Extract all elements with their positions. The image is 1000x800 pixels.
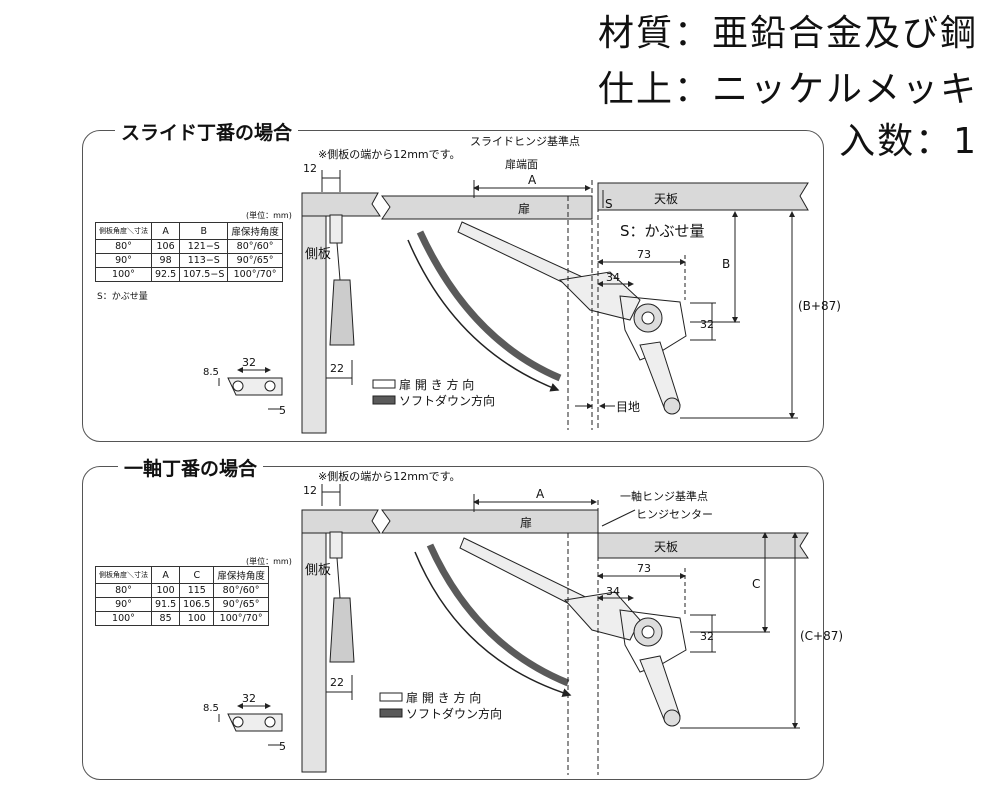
- slide-door-label: 扉: [518, 202, 530, 216]
- door-board: [381, 509, 599, 534]
- quantity-spec: 入数：1: [839, 121, 978, 162]
- slide-bracket-32: 32: [242, 356, 256, 369]
- table-cell: 100°/70°: [213, 611, 269, 626]
- legend-open-swatch: [372, 379, 396, 389]
- table-row: 80° 106 121−S 80°/60°: [95, 239, 283, 254]
- axis-bracket-85: 8.5: [203, 703, 219, 714]
- table-cell: 100: [179, 611, 215, 626]
- axis-hinge-panel: [82, 466, 824, 780]
- axis-dimension-table: 側板角度＼寸法 A C 扉保持角度 80° 100 115 80°/60° 90…: [95, 566, 269, 626]
- table-cell: 100°/70°: [227, 267, 283, 282]
- axis-door-label: 扉: [520, 516, 532, 530]
- slide-dim-34: 34: [606, 271, 620, 284]
- axis-legend-soft: ソフトダウン方向: [406, 706, 502, 721]
- axis-hinge-center: ヒンジセンター: [636, 508, 713, 521]
- axis-hinge-title: 一軸丁番の場合: [118, 454, 264, 481]
- axis-dim-73: 73: [637, 562, 651, 575]
- slide-dim-B: B: [722, 257, 730, 271]
- axis-dim-C: C: [752, 577, 760, 591]
- slide-unit-label: (単位：mm): [246, 211, 292, 220]
- axis-bracket-32: 32: [242, 692, 256, 705]
- slide-hinge-panel: [82, 130, 824, 442]
- slide-edge-note: ※側板の端から12mmです。: [318, 147, 461, 161]
- axis-edge-note: ※側板の端から12mmです。: [318, 469, 461, 483]
- hinge-bracket: [564, 591, 641, 641]
- table-cell: 107.5−S: [179, 267, 229, 282]
- axis-ref-point: 一軸ヒンジ基準点: [620, 489, 708, 503]
- side-bracket: [329, 279, 355, 346]
- slide-dim-32: 32: [700, 318, 714, 331]
- axis-top-board-label: 天板: [654, 540, 678, 554]
- axis-dim-34: 34: [606, 585, 620, 598]
- axis-dim-12: 12: [303, 484, 317, 497]
- slide-door-face: 扉端面: [505, 158, 538, 171]
- top-left-board: [301, 192, 381, 217]
- slide-top-board-label: 天板: [654, 192, 678, 206]
- slide-gap-label: 目地: [616, 400, 640, 414]
- door-board: [381, 195, 593, 220]
- slide-ref-point: スライドヒンジ基準点: [470, 134, 580, 148]
- axis-dim-A: A: [536, 487, 545, 501]
- legend-soft-swatch: [379, 708, 403, 718]
- slide-side-board-label: 側板: [305, 247, 331, 262]
- legend-soft-swatch: [372, 395, 396, 405]
- top-board: [597, 532, 809, 559]
- finish-spec: 仕上：ニッケルメッキ: [597, 69, 978, 110]
- slide-footnote: S：かぶせ量: [97, 292, 148, 302]
- door-open-arrow: [407, 239, 560, 392]
- slide-dim-73: 73: [637, 248, 651, 261]
- slide-dim-A: A: [528, 173, 537, 187]
- material-spec: 材質：亜鉛合金及び鋼: [597, 13, 978, 54]
- slide-legend-open: 扉 開 き 方 向: [399, 377, 474, 392]
- table-row: 90° 91.5 106.5 90°/65°: [95, 597, 269, 612]
- slide-dim-B87: (B+87): [798, 299, 841, 313]
- slide-dimension-table: 側板角度＼寸法 A B 扉保持角度 80° 106 121−S 80°/60° …: [95, 222, 283, 282]
- soft-down-arrow: [426, 543, 570, 687]
- table-row: 90° 98 113−S 90°/65°: [95, 253, 283, 268]
- top-board: [597, 182, 809, 211]
- side-board: [301, 509, 327, 773]
- axis-dim-22: 22: [330, 676, 344, 689]
- table-cell: 100°: [95, 267, 152, 282]
- axis-unit-label: (単位：mm): [246, 557, 292, 566]
- legend-open-swatch: [379, 692, 403, 702]
- axis-bracket-5: 5: [279, 740, 286, 753]
- slide-bracket-85: 8.5: [203, 367, 219, 378]
- axis-side-board-label: 側板: [305, 563, 331, 578]
- door-open-arrow: [414, 551, 572, 698]
- axis-legend-open: 扉 開 き 方 向: [406, 690, 481, 705]
- slide-dim-12: 12: [303, 162, 317, 175]
- slide-S-desc: S：かぶせ量: [620, 222, 705, 240]
- top-left-board: [301, 509, 381, 534]
- table-row: 100° 92.5 107.5−S 100°/70°: [95, 267, 283, 282]
- table-cell: 98: [150, 253, 181, 268]
- slide-bracket-5: 5: [279, 404, 286, 417]
- table-row: 100° 85 100 100°/70°: [95, 611, 269, 626]
- side-bracket: [329, 597, 355, 663]
- table-cell: 92.5: [150, 267, 181, 282]
- axis-dim-C87: (C+87): [800, 629, 843, 643]
- axis-dim-32: 32: [700, 630, 714, 643]
- side-board: [301, 192, 327, 434]
- slide-legend-soft: ソフトダウン方向: [399, 393, 495, 408]
- soft-down-arrow: [416, 230, 562, 382]
- slide-dim-22: 22: [330, 362, 344, 375]
- slide-S-mark: S: [605, 197, 613, 211]
- slide-hinge-title: スライド丁番の場合: [115, 118, 299, 145]
